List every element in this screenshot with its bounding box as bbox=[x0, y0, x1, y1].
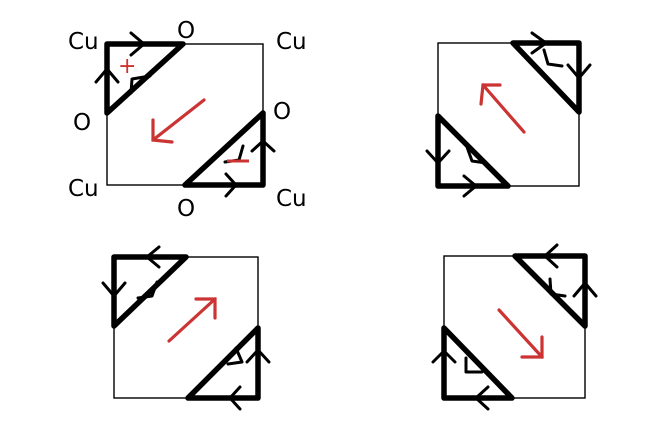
charge-plus-label: + bbox=[118, 54, 136, 79]
current-arrow-icon bbox=[566, 63, 592, 80]
panel-top-left: + Cu Cu Cu Cu O O O O bbox=[68, 18, 307, 222]
red-direction-arrow bbox=[481, 83, 526, 134]
red-direction-arrow bbox=[167, 297, 217, 343]
red-arrow-head bbox=[479, 83, 502, 106]
red-direction-arrow bbox=[151, 98, 206, 142]
current-arrow-icon bbox=[425, 149, 451, 165]
cu-label: Cu bbox=[68, 29, 99, 55]
current-arrow-icon bbox=[548, 277, 567, 298]
current-arrow-icon bbox=[136, 280, 159, 300]
cu-label: Cu bbox=[68, 176, 99, 202]
current-arrow-icon bbox=[464, 356, 484, 374]
cu-label: Cu bbox=[276, 186, 307, 212]
current-arrow-icon bbox=[224, 172, 238, 198]
panel-bottom-left bbox=[101, 245, 271, 411]
current-arrow-icon bbox=[474, 385, 490, 411]
panel-bottom-right bbox=[431, 243, 598, 411]
current-arrow-icon bbox=[129, 31, 146, 57]
o-label: O bbox=[73, 110, 91, 136]
red-arrow-head bbox=[151, 118, 174, 144]
triangle-loop-upper-left bbox=[111, 254, 189, 329]
current-arrow-icon bbox=[228, 385, 242, 411]
o-label: O bbox=[273, 99, 291, 125]
current-arrow-icon bbox=[462, 174, 478, 198]
panel-top-right bbox=[425, 31, 592, 198]
current-arrow-icon bbox=[572, 281, 598, 298]
current-arrow-icon bbox=[465, 145, 488, 165]
current-arrow-icon bbox=[542, 48, 564, 68]
red-arrow-head bbox=[520, 335, 544, 359]
current-arrow-icon bbox=[530, 31, 548, 55]
current-arrow-icon bbox=[245, 348, 271, 364]
current-arrow-icon bbox=[543, 243, 559, 269]
current-arrow-icon bbox=[226, 346, 244, 366]
o-label: O bbox=[177, 18, 195, 44]
triangle-loop-lower-left bbox=[435, 113, 511, 189]
cu-label: Cu bbox=[276, 29, 307, 55]
current-arrow-icon bbox=[250, 139, 276, 153]
red-arrow-head bbox=[194, 297, 217, 320]
current-arrow-icon bbox=[431, 349, 457, 364]
current-arrow-icon bbox=[145, 245, 161, 269]
o-label: O bbox=[177, 196, 195, 222]
current-arrow-icon bbox=[94, 67, 120, 84]
triangle-loop-lower-right bbox=[185, 325, 261, 401]
current-arrow-icon bbox=[129, 74, 152, 95]
triangle-loop-lower-right bbox=[182, 110, 266, 188]
current-arrow-icon bbox=[101, 281, 127, 298]
red-direction-arrow bbox=[497, 308, 544, 359]
